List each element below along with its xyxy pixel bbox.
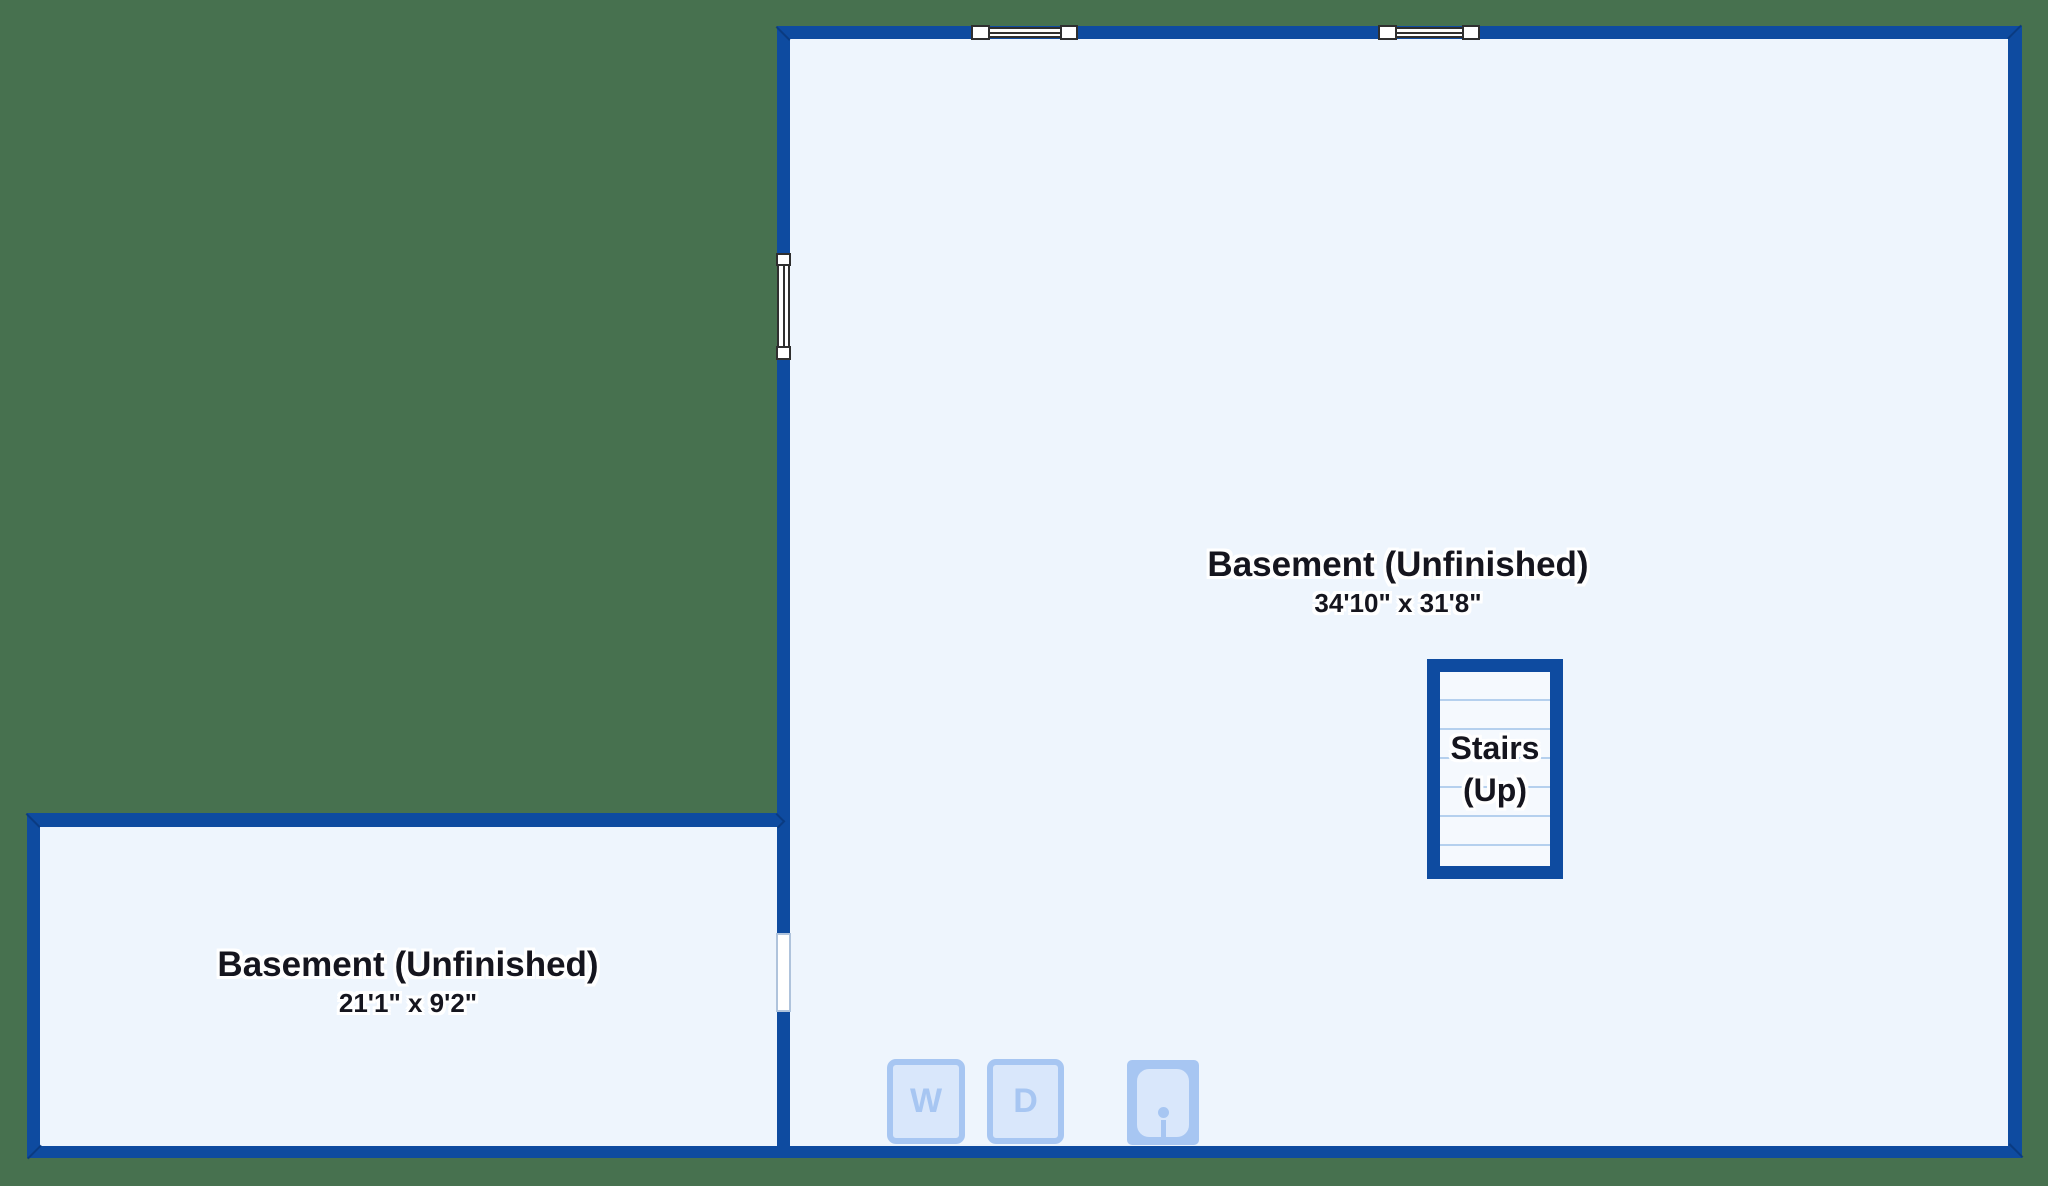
room-large-floor	[790, 39, 2008, 1146]
wall-bottom	[27, 1146, 2022, 1158]
window-cap	[776, 346, 791, 360]
wall-right-large	[2008, 26, 2022, 1158]
stairs: Stairs (Up)	[1427, 659, 1563, 879]
wall-left-small	[27, 813, 40, 1146]
washer-icon: W	[887, 1059, 965, 1144]
washer-letter: W	[909, 1082, 943, 1120]
wall-top-small	[27, 813, 790, 827]
room-small-floor	[40, 826, 777, 1146]
dryer-letter: D	[1013, 1082, 1038, 1120]
room-name: Basement (Unfinished)	[217, 945, 599, 984]
room-name: Basement (Unfinished)	[1207, 545, 1589, 584]
room-dimensions: 34'10" x 31'8"	[1314, 588, 1482, 618]
room-large-label: Basement (Unfinished) 34'10" x 31'8"	[1098, 545, 1698, 618]
water-heater-body	[1137, 1069, 1189, 1137]
window-sash	[1395, 27, 1464, 38]
window-sash	[777, 264, 790, 348]
water-heater-icon	[1127, 1060, 1199, 1145]
dryer-icon: D	[987, 1059, 1064, 1144]
window-cap	[1060, 25, 1078, 40]
water-heater-pipe	[1160, 1120, 1166, 1137]
stairs-label-line2: (Up)	[1463, 772, 1527, 808]
room-dimensions: 21'1" x 9'2"	[338, 988, 478, 1018]
stairs-label-line1: Stairs	[1450, 730, 1540, 766]
stairs-label: Stairs (Up)	[1397, 659, 1593, 879]
door-opening	[776, 933, 791, 1012]
window-sash	[988, 27, 1062, 38]
room-small-label: Basement (Unfinished) 21'1" x 9'2"	[108, 945, 708, 1018]
water-heater-knob	[1157, 1107, 1169, 1118]
stairs-treads	[1440, 672, 1550, 866]
window-cap	[1462, 25, 1480, 40]
